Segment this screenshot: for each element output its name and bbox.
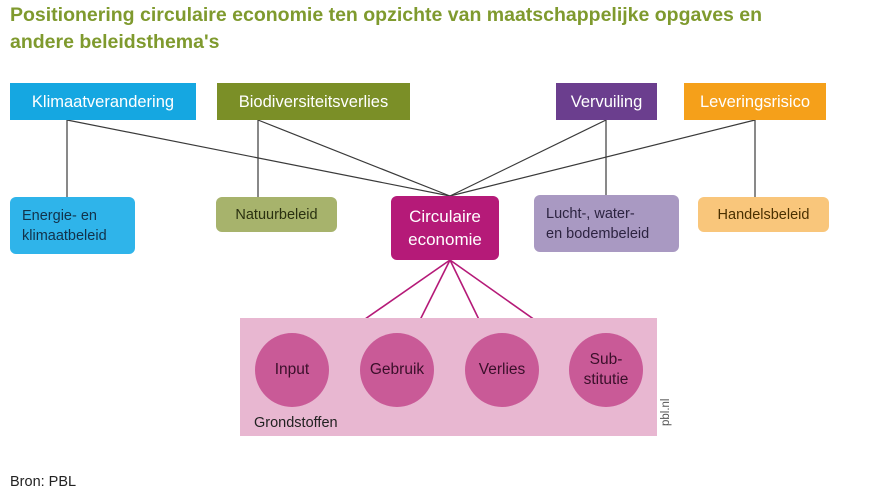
center-label-line-2: economie [408,230,482,249]
challenge-leveringsrisico: Leveringsrisico [684,83,826,120]
policy-energie-klimaatbeleid: Energie- en klimaatbeleid [10,197,135,254]
title-line-1: Positionering circulaire economie ten op… [10,4,763,26]
stage-label: Gebruik [369,361,425,378]
policy-handelsbeleid: Handelsbeleid [698,197,829,232]
policy-label-line-2: klimaatbeleid [22,227,107,244]
circulaire-economie-node: Circulaire economie [391,196,499,260]
stage-gebruik: Gebruik [360,333,434,407]
challenge-vervuiling: Vervuiling [556,83,657,120]
stage-substitutie: Sub- stitutie [569,333,643,407]
diagram-title: Positionering circulaire economie ten op… [10,2,860,56]
policy-label-line-1: Handelsbeleid [717,206,810,223]
policy-label-line-1: Energie- en [22,207,97,224]
title-line-2: andere beleidsthema's [10,31,220,53]
policy-lucht-water-bodembeleid: Lucht-, water- en bodembeleid [534,195,679,252]
stage-input: Input [255,333,329,407]
policy-label-line-1: Lucht-, water- [546,205,635,222]
policy-label-line-2: en bodembeleid [546,225,650,242]
connector-biodiversiteit-center [257,119,451,197]
connector-vervuiling-center [449,119,607,197]
challenge-klimaatverandering: Klimaatverandering [10,83,196,120]
stage-verlies: Verlies [465,333,539,407]
connector-levering-center [449,119,756,197]
grondstoffen-label: Grondstoffen [254,415,338,431]
stage-label: Verlies [478,361,526,378]
challenge-biodiversiteitsverlies: Biodiversiteitsverlies [217,83,410,120]
challenge-label: Klimaatverandering [31,92,175,111]
stage-label-line-2: stitutie [583,371,629,388]
stage-label: Input [274,361,310,378]
pbl-watermark: pbl.nl [660,398,672,427]
challenge-label: Biodiversiteitsverlies [238,92,389,111]
challenge-label: Vervuiling [570,92,643,111]
challenge-label: Leveringsrisico [699,92,811,111]
source-note: Bron: PBL [10,474,77,490]
center-label-line-1: Circulaire [409,207,481,226]
policy-label-line-1: Natuurbeleid [235,206,318,223]
stage-label-line-1: Sub- [589,351,623,368]
policy-natuurbeleid: Natuurbeleid [216,197,337,232]
